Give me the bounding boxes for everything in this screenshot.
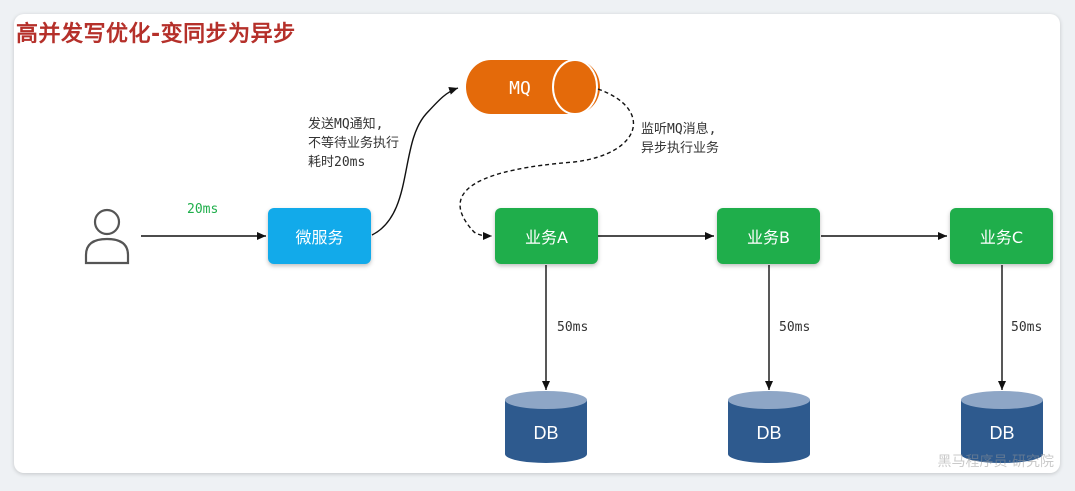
listen-note-label: 监听MQ消息, 异步执行业务	[641, 122, 720, 156]
service-b-node: 业务B	[717, 208, 820, 264]
service-a-node: 业务A	[495, 208, 598, 264]
mq-cylinder	[466, 59, 600, 115]
db-label-b: DB	[756, 423, 781, 443]
micro-service-label: 微服务	[295, 228, 344, 247]
service-b-latency-label: 50ms	[779, 320, 811, 335]
service-c-node: 业务C	[950, 208, 1053, 264]
db-cylinder-a	[505, 391, 587, 463]
person-icon	[84, 208, 130, 265]
send-note-label: 发送MQ通知, 不等待业务执行 耗时20ms	[308, 117, 400, 170]
service-a-label: 业务A	[525, 228, 568, 247]
micro-service-node: 微服务	[268, 208, 371, 264]
service-b-label: 业务B	[747, 228, 790, 247]
diagram-title: 高并发写优化-变同步为异步	[16, 22, 296, 47]
service-a-latency-label: 50ms	[557, 320, 589, 335]
service-c-latency-label: 50ms	[1011, 320, 1043, 335]
db-cylinder-b	[728, 391, 810, 463]
watermark: 黑马程序员·研究院	[937, 454, 1054, 470]
service-c-label: 业务C	[979, 228, 1024, 247]
arrow-microservice-to-mq	[371, 87, 459, 236]
db-label-c: DB	[989, 423, 1014, 443]
mq-label: MQ	[509, 78, 531, 99]
db-cylinder-c	[961, 391, 1043, 463]
dashed-arrow-mq-to-service-a	[459, 88, 635, 240]
db-label-a: DB	[533, 423, 558, 443]
flow-connectors: MQ DB DB DB	[84, 59, 1043, 463]
user-latency-label: 20ms	[187, 202, 219, 217]
diagram-canvas: 高并发写优化-变同步为异步 MQ	[14, 14, 1060, 473]
